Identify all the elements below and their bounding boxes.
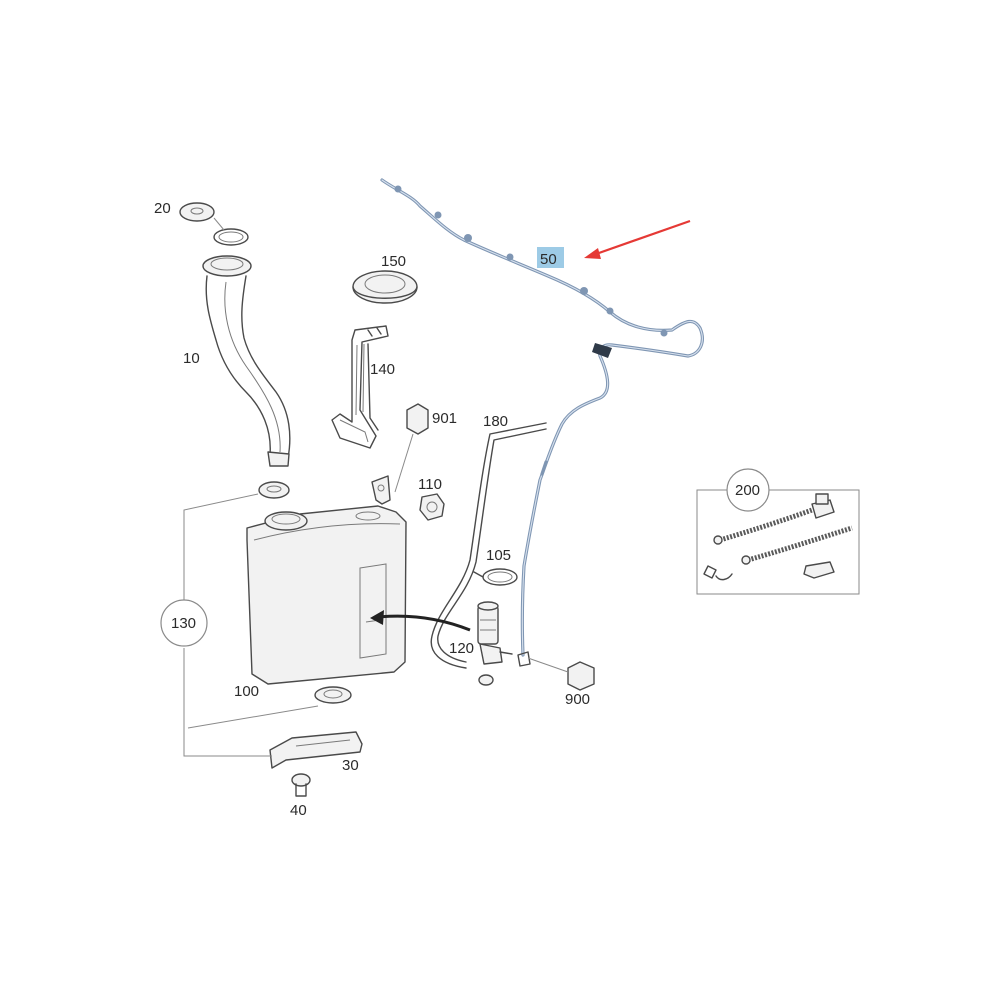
label-20: 20 (154, 200, 171, 217)
label-901: 901 (432, 410, 457, 427)
label-110: 110 (418, 476, 442, 493)
label-10: 10 (183, 350, 200, 367)
label-900: 900 (565, 691, 590, 708)
part-10-filler-neck[interactable] (202, 255, 291, 467)
part-105-clamp[interactable] (473, 568, 518, 586)
label-40: 40 (290, 802, 307, 819)
part-900-connector[interactable] (527, 657, 595, 691)
part-140-bracket[interactable] (331, 325, 389, 449)
label-105: 105 (486, 547, 511, 564)
part-110-grommet[interactable] (419, 493, 445, 521)
label-130: 130 (171, 615, 196, 632)
part-150-cover[interactable] (352, 270, 418, 304)
part-100-grommet[interactable] (314, 686, 352, 704)
label-30: 30 (342, 757, 359, 774)
red-arrow (584, 219, 691, 259)
label-100: 100 (234, 683, 259, 700)
part-20-cap[interactable] (179, 202, 249, 246)
part-40-screw[interactable] (291, 773, 311, 797)
group-130-leader (160, 493, 319, 757)
part-30-bracket[interactable] (269, 731, 363, 769)
label-180: 180 (483, 413, 508, 430)
insert-arrow (370, 610, 471, 632)
part-180-hose[interactable] (430, 422, 547, 669)
label-120: 120 (449, 640, 474, 657)
label-140: 140 (370, 361, 395, 378)
label-50: 50 (540, 251, 557, 268)
grommet-top (258, 481, 290, 499)
label-200: 200 (735, 482, 760, 499)
kit-200-box[interactable] (696, 468, 860, 595)
part-50-hose-line[interactable] (380, 178, 704, 667)
highlight-box-50 (537, 247, 564, 268)
part-120-pump[interactable] (477, 601, 513, 686)
part-901-connector[interactable] (394, 403, 429, 493)
part-130-reservoir-tank[interactable] (246, 475, 407, 685)
label-150: 150 (381, 253, 406, 270)
